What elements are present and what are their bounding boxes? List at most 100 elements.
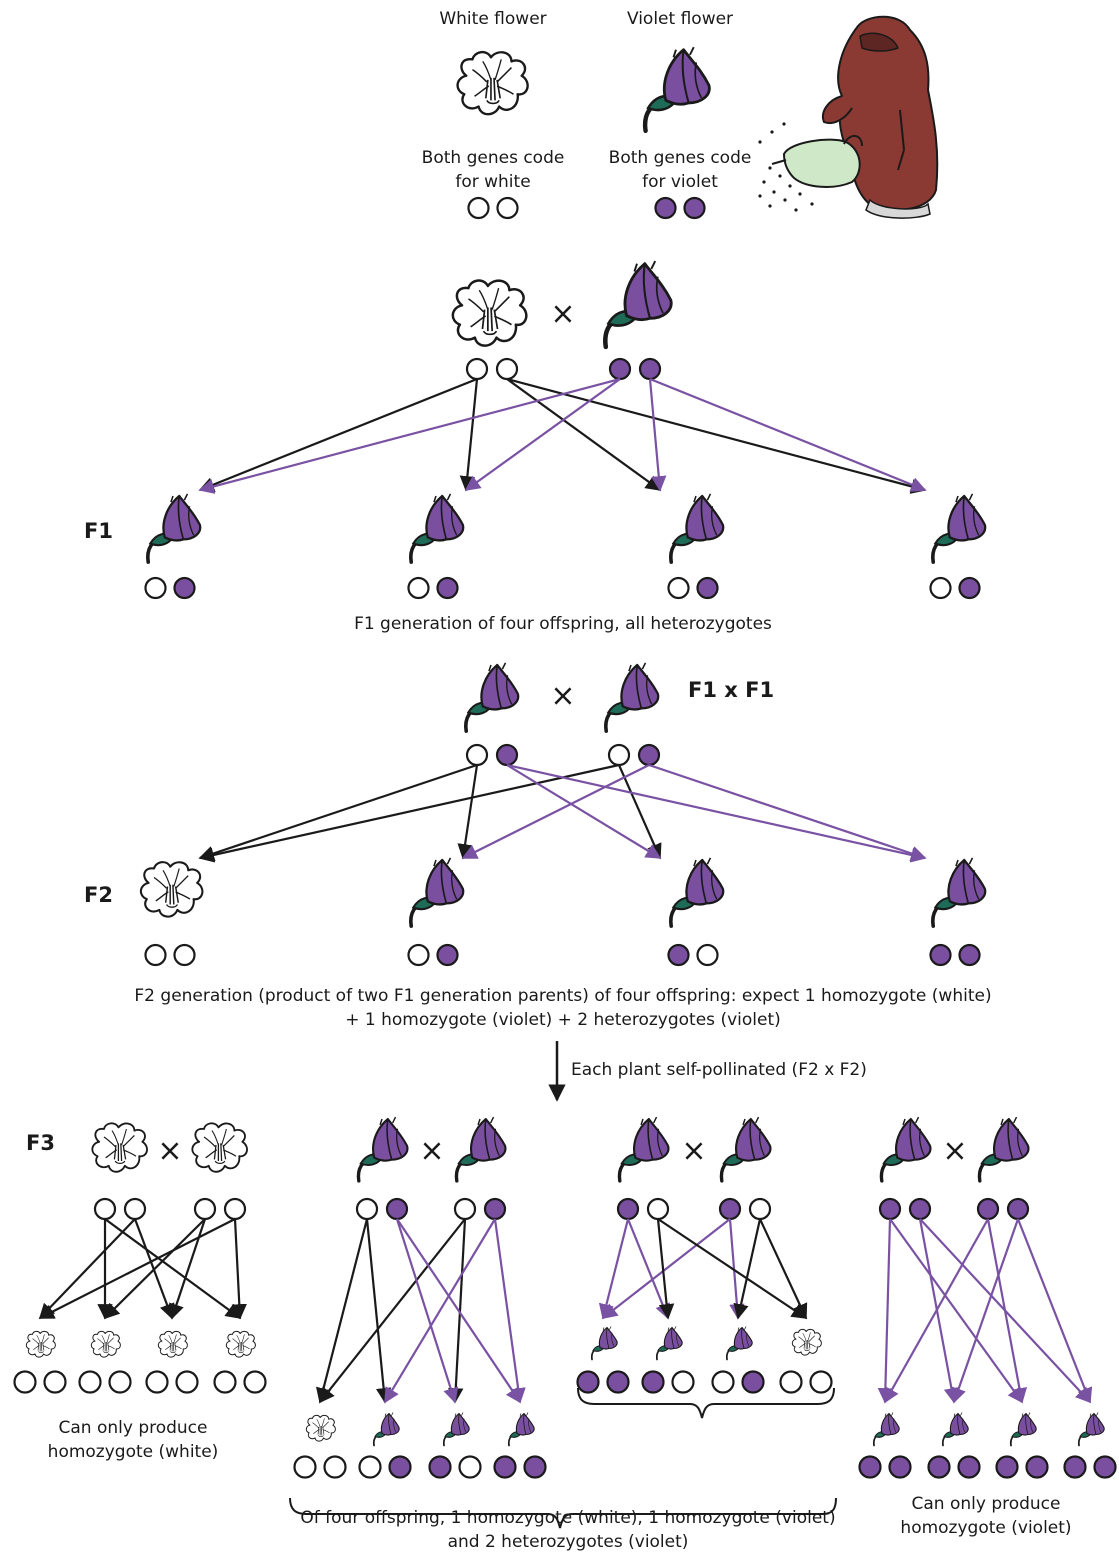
violet-allele <box>654 196 677 220</box>
white-desc-line1: Both genes code <box>422 148 565 168</box>
white-flower-icon <box>139 861 204 918</box>
violet-flower-icon <box>372 1411 401 1447</box>
inheritance-arrow <box>315 1218 369 1404</box>
white-allele <box>465 357 489 381</box>
inheritance-arrow <box>657 1218 808 1319</box>
violet-allele <box>428 1455 452 1479</box>
parent-flowers: White flower Violet flower Both genes co… <box>422 9 752 220</box>
f3-label: F3 <box>26 1131 55 1155</box>
water-droplet <box>758 194 762 198</box>
violet-flower-icon <box>408 491 466 565</box>
f2-offspring-row <box>139 855 988 967</box>
violet-allele <box>888 1455 912 1479</box>
f1-cross-symbol: × <box>550 679 575 714</box>
violet-allele <box>858 1455 882 1479</box>
violet-allele <box>608 357 632 381</box>
violet-flower-icon <box>454 1115 508 1183</box>
violet-allele <box>616 1197 640 1221</box>
inheritance-arrow <box>884 1218 989 1404</box>
inheritance-arrow <box>951 1218 1020 1404</box>
white-flower-icon <box>90 1330 121 1358</box>
violet-allele <box>1093 1455 1117 1479</box>
white-allele <box>671 1370 695 1394</box>
f1-to-f2-arrows <box>198 763 927 863</box>
white-allele <box>748 1197 772 1221</box>
inheritance-arrow <box>103 1218 206 1320</box>
white-allele <box>144 943 167 967</box>
violet-allele <box>483 1197 507 1221</box>
middle-offspring-bracket <box>289 1497 837 1529</box>
violet-flower-icon <box>719 1115 773 1183</box>
water-droplet <box>770 130 774 134</box>
f3-cross-symbol: × <box>419 1134 444 1169</box>
inheritance-arrow <box>598 1218 630 1320</box>
inheritance-arrow <box>464 378 621 491</box>
inheritance-arrow <box>506 378 662 491</box>
inheritance-arrow <box>986 1218 1028 1404</box>
violet-flower-icon <box>1077 1411 1106 1447</box>
violet-flower-icon <box>879 1115 933 1183</box>
violet-allele <box>927 1455 951 1479</box>
violet-allele <box>1063 1455 1087 1479</box>
inheritance-arrow <box>728 1218 745 1320</box>
violet-allele <box>908 1197 932 1221</box>
white-allele <box>193 1197 217 1221</box>
violet-flower-icon <box>872 1411 901 1447</box>
violet-flower-icon <box>941 1411 970 1447</box>
white-flower-icon <box>456 50 529 116</box>
white-allele <box>13 1370 37 1394</box>
white-allele <box>144 576 167 600</box>
water-droplet <box>772 190 776 194</box>
violet-flower-icon <box>930 491 988 565</box>
white-flower-icon <box>305 1414 336 1442</box>
white-allele <box>465 743 489 767</box>
inheritance-arrow <box>889 1218 1023 1404</box>
f1-caption: F1 generation of four offspring, all het… <box>354 614 772 634</box>
violet-allele <box>958 943 981 967</box>
violet-allele <box>957 1455 981 1479</box>
f3-white-caption-line2: homozygote (white) <box>48 1442 219 1462</box>
violet-desc-line1: Both genes code <box>609 148 752 168</box>
violet-flower-icon <box>507 1411 536 1447</box>
inheritance-arrow <box>648 763 927 861</box>
water-droplet <box>798 192 802 196</box>
inheritance-arrow <box>198 377 478 492</box>
white-allele <box>667 576 690 600</box>
f3-crosses: ×××× <box>13 1115 1117 1479</box>
f2-caption-line1: F2 generation (product of two F1 generat… <box>134 986 991 1006</box>
white-allele <box>779 1370 803 1394</box>
white-allele <box>407 943 430 967</box>
white-parent-alleles <box>467 196 519 220</box>
inheritance-arrow <box>649 377 927 492</box>
violet-allele <box>436 576 459 600</box>
white-allele <box>453 1197 477 1221</box>
water-droplet <box>768 204 772 208</box>
inheritance-arrow <box>617 764 662 860</box>
f1-offspring-row <box>144 491 988 600</box>
f3-violet-caption-line1: Can only produce <box>911 1494 1060 1514</box>
white-allele <box>145 1370 169 1394</box>
white-allele <box>355 1197 379 1221</box>
white-allele <box>213 1370 237 1394</box>
violet-flower-icon <box>442 1411 471 1447</box>
white-allele <box>175 1370 199 1394</box>
third-cross-bracket <box>577 1387 835 1419</box>
white-flower-label: White flower <box>439 9 546 29</box>
white-desc-line2: for white <box>455 172 530 192</box>
violet-allele <box>683 196 706 220</box>
f3-white-caption-line1: Can only produce <box>58 1418 207 1438</box>
violet-allele <box>1025 1455 1049 1479</box>
f3-cross-symbol: × <box>681 1134 706 1169</box>
inheritance-arrow <box>457 764 479 860</box>
violet-allele <box>878 1197 902 1221</box>
water-droplets <box>758 122 814 212</box>
white-flower-icon <box>791 1328 822 1356</box>
violet-allele <box>493 1455 517 1479</box>
violet-flower-icon <box>1009 1411 1038 1447</box>
violet-allele <box>388 1455 412 1479</box>
violet-allele <box>929 943 952 967</box>
inheritance-arrow <box>626 1218 670 1320</box>
white-allele <box>173 943 196 967</box>
white-allele <box>496 196 519 220</box>
white-allele <box>43 1370 67 1394</box>
